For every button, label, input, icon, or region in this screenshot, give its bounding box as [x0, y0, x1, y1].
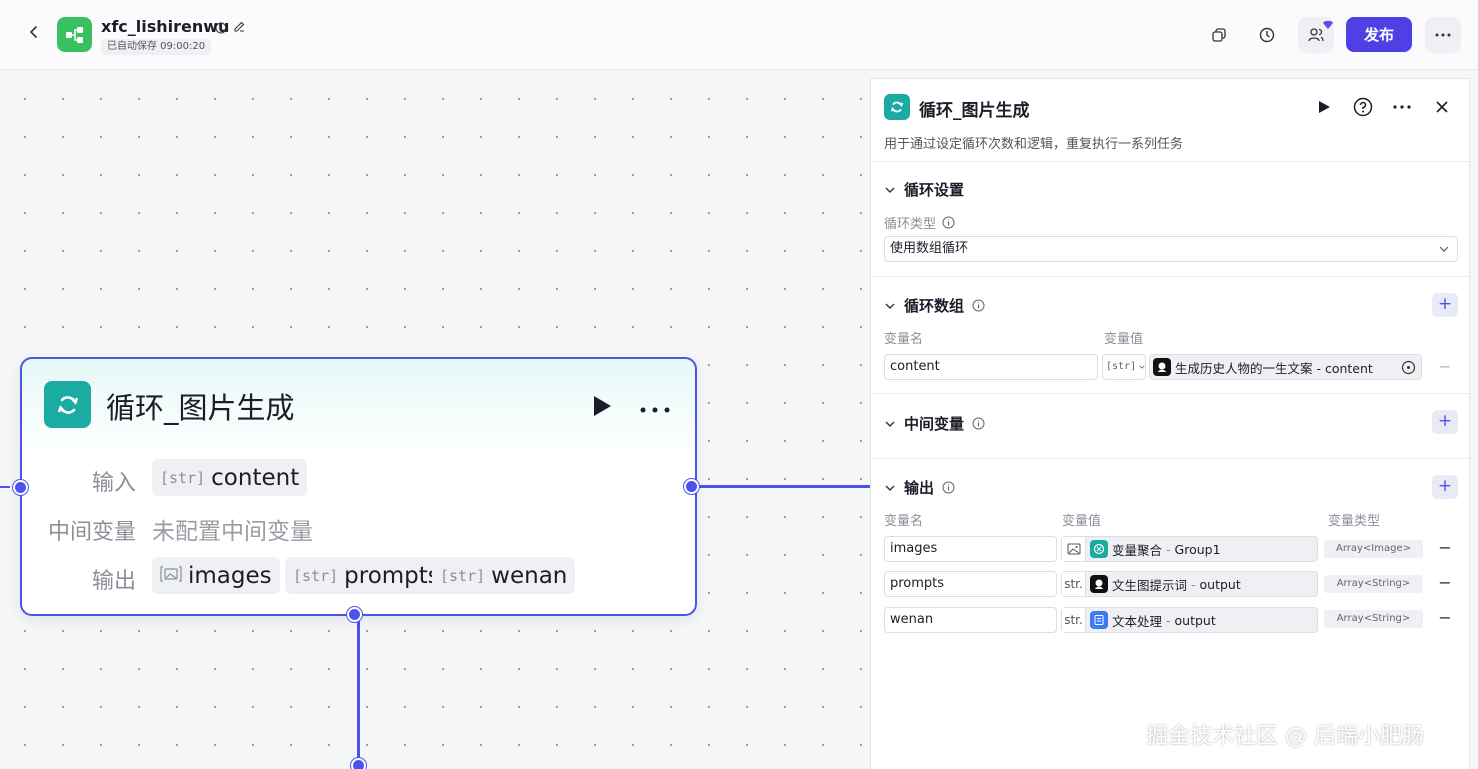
divider — [871, 458, 1471, 459]
chevron-down-icon — [885, 421, 895, 427]
more-icon[interactable] — [1425, 17, 1461, 53]
col-var-value: 变量值 — [1062, 514, 1102, 529]
run-icon[interactable] — [592, 395, 612, 421]
section-output[interactable]: 输出 — [884, 477, 955, 498]
type-select[interactable]: [str] — [1102, 354, 1146, 380]
node-output-label: 输出 — [91, 569, 136, 594]
premium-badge-icon — [1322, 15, 1334, 29]
text-process-icon — [1090, 611, 1108, 629]
watermark: 掘金技术社区 @ 后端小肥肠 — [1146, 724, 1424, 749]
loop-array-name-input[interactable]: content — [884, 354, 1098, 380]
connection-edge-bottom[interactable] — [357, 616, 360, 766]
top-header: xfc_lishirenwu 已自动保存 09:00:20 发布 — [0, 0, 1478, 70]
chevron-down-icon — [885, 303, 895, 309]
remove-row-button[interactable]: − — [1438, 357, 1452, 376]
section-mid-vars[interactable]: 中间变量 — [884, 413, 985, 434]
node-more-icon[interactable] — [640, 393, 670, 417]
info-icon[interactable] — [972, 417, 985, 430]
chevron-down-icon — [1439, 246, 1449, 252]
loop-body-port[interactable] — [347, 607, 362, 622]
chevron-down-icon — [885, 187, 895, 193]
panel-description: 用于通过设定循环次数和逻辑，重复执行一系列任务 — [884, 137, 1184, 152]
node-input-label: 输入 — [91, 471, 136, 496]
col-var-name: 变量名 — [884, 332, 924, 347]
loop-node[interactable]: 循环_图片生成 输入 [str] content 中间变量 未配置中间变量 输出… — [20, 357, 697, 616]
image-type-icon — [1062, 537, 1086, 561]
autosave-status: 已自动保存 09:00:20 — [101, 39, 212, 55]
output-type-badge: Array<String> — [1324, 575, 1423, 593]
input-port[interactable] — [13, 480, 28, 495]
close-icon[interactable] — [1431, 96, 1453, 118]
image-type-icon — [160, 565, 182, 587]
col-var-name: 变量名 — [884, 514, 924, 529]
node-title: 循环_图片生成 — [106, 391, 295, 425]
remove-row-button[interactable]: − — [1438, 608, 1452, 627]
divider — [871, 161, 1471, 162]
output-source[interactable]: str. 文生图提示词 - output — [1061, 571, 1318, 597]
target-icon[interactable] — [1401, 360, 1416, 375]
add-loop-array-button[interactable]: + — [1432, 293, 1458, 317]
info-icon[interactable] — [942, 481, 955, 494]
info-icon[interactable] — [215, 19, 227, 38]
output-source[interactable]: 变量聚合 - Group1 — [1061, 536, 1318, 562]
connection-edge-right[interactable] — [697, 485, 870, 488]
panel-more-icon[interactable] — [1391, 96, 1413, 118]
loop-icon — [44, 381, 91, 428]
workflow-icon — [57, 17, 92, 52]
node-output-tag: images — [152, 557, 280, 594]
node-mid-label: 中间变量 — [47, 520, 136, 545]
connection-edge-left — [0, 486, 10, 488]
chevron-down-icon — [885, 485, 895, 491]
history-icon[interactable] — [1254, 22, 1280, 48]
remove-row-button[interactable]: − — [1438, 573, 1452, 592]
output-port[interactable] — [684, 479, 699, 494]
back-icon[interactable] — [24, 24, 44, 44]
node-input-tag: [str] content — [152, 459, 308, 496]
chevron-down-icon — [1139, 365, 1145, 369]
child-port[interactable] — [351, 758, 366, 769]
output-type-badge: Array<String> — [1324, 610, 1423, 628]
add-mid-var-button[interactable]: + — [1432, 410, 1458, 434]
section-loop-array[interactable]: 循环数组 — [884, 295, 985, 316]
output-name-input[interactable]: prompts — [884, 571, 1057, 597]
section-loop-settings[interactable]: 循环设置 — [884, 179, 964, 200]
edit-icon[interactable] — [233, 18, 246, 37]
output-name-input[interactable]: images — [884, 536, 1057, 562]
node-output-tag: [str] wenan — [432, 557, 576, 594]
loop-array-source[interactable]: 生成历史人物的一生文案 - content — [1149, 354, 1422, 380]
app-title: xfc_lishirenwu — [101, 17, 230, 36]
output-source[interactable]: str. 文本处理 - output — [1061, 607, 1318, 633]
loop-icon — [884, 94, 910, 120]
panel-title: 循环_图片生成 — [919, 101, 1030, 121]
node-mid-empty: 未配置中间变量 — [152, 519, 313, 545]
col-var-value: 变量值 — [1104, 332, 1144, 347]
info-icon[interactable] — [942, 216, 955, 229]
remove-row-button[interactable]: − — [1438, 538, 1452, 557]
loop-type-label: 循环类型 — [884, 213, 955, 232]
col-var-type: 变量类型 — [1328, 514, 1381, 529]
node-output-tag: [str] prompts — [285, 557, 448, 594]
llm-node-icon — [1153, 358, 1171, 376]
info-icon[interactable] — [972, 299, 985, 312]
node-config-panel: 循环_图片生成 用于通过设定循环次数和逻辑，重复执行一系列任务 循环设置 循环类… — [870, 78, 1471, 769]
divider — [871, 393, 1471, 394]
run-icon[interactable] — [1313, 96, 1335, 118]
help-icon[interactable] — [1352, 96, 1374, 118]
output-type-badge: Array<Image> — [1324, 540, 1423, 558]
variable-merge-icon — [1090, 540, 1108, 558]
publish-button[interactable]: 发布 — [1346, 17, 1412, 52]
add-output-button[interactable]: + — [1432, 475, 1458, 499]
divider — [871, 276, 1471, 277]
llm-node-icon — [1090, 575, 1108, 593]
loop-type-select[interactable]: 使用数组循环 — [884, 236, 1458, 262]
copy-icon[interactable] — [1206, 22, 1232, 48]
output-name-input[interactable]: wenan — [884, 607, 1057, 633]
